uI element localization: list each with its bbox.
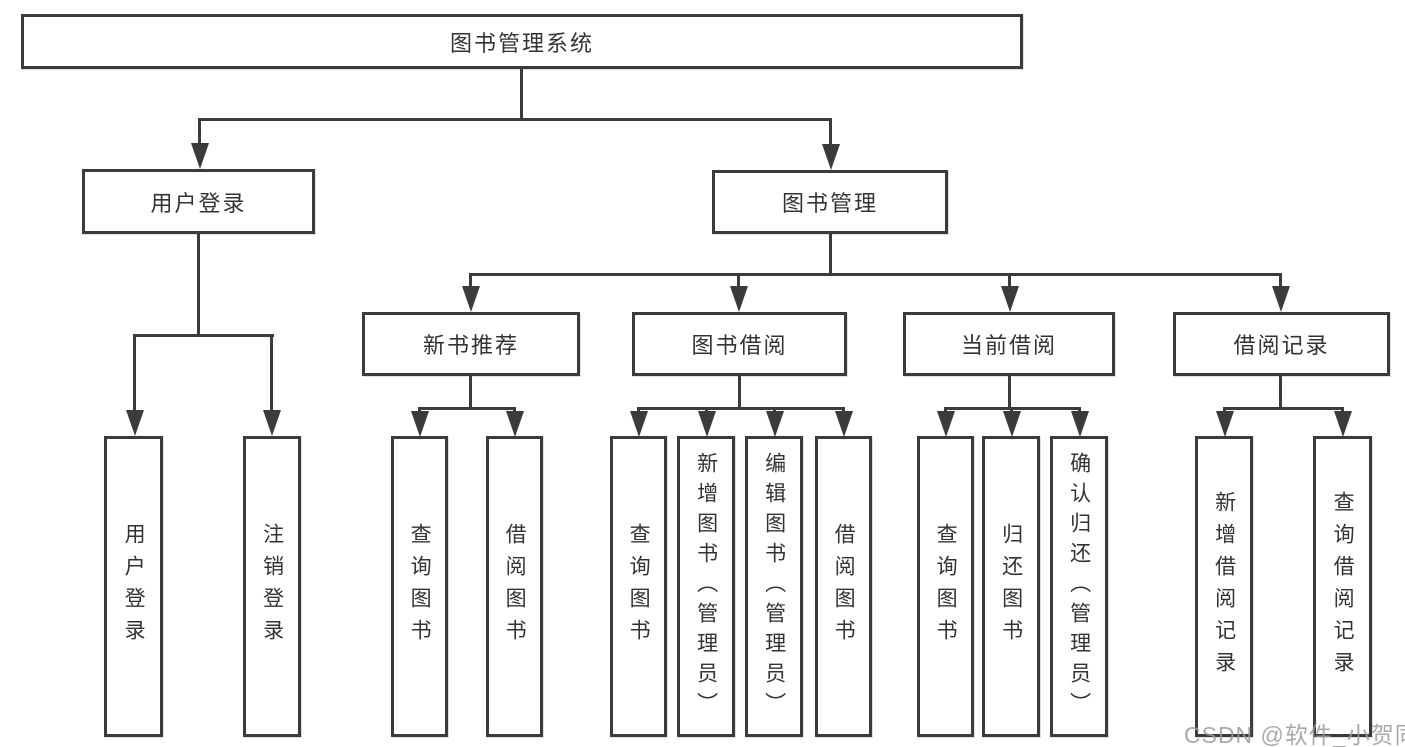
leaf-query-book-1-label: 查询图书 — [408, 522, 432, 651]
leaf-query-borrow-record-label: 查询借阅记录 — [1331, 490, 1355, 683]
leaf-add-book-admin-label: 新增图书（管理员） — [694, 451, 718, 722]
connector-root-stem — [520, 68, 523, 121]
arrow-to-borrow-record — [1279, 273, 1282, 286]
leaf-return-book-label: 归还图书 — [999, 522, 1023, 651]
node-user-login: 用户登录 — [82, 169, 315, 234]
connector-user-login-stem — [197, 234, 200, 337]
arrow-to-new-book-recommend — [469, 273, 472, 286]
leaf-add-borrow-record: 新增借阅记录 — [1195, 436, 1253, 737]
node-current-borrow: 当前借阅 — [903, 312, 1115, 376]
connector-new-book-recommend-branch — [418, 407, 516, 410]
leaf-query-book-3-label: 查询图书 — [934, 522, 958, 651]
connector-borrow-record-branch — [1223, 407, 1344, 410]
leaf-borrow-book-1: 借阅图书 — [486, 436, 543, 737]
node-user-login-label: 用户登录 — [150, 190, 247, 216]
arrow-to-leaf-return-book — [1010, 407, 1013, 411]
arrow-to-leaf-borrow-book-1 — [513, 407, 516, 411]
connector-book-borrow-stem — [738, 375, 741, 410]
leaf-add-borrow-record-label: 新增借阅记录 — [1212, 490, 1236, 683]
node-book-management: 图书管理 — [712, 170, 948, 234]
arrow-to-leaf-query-borrow-record — [1341, 407, 1344, 411]
node-book-borrow-label: 图书借阅 — [691, 333, 788, 358]
arrow-to-leaf-add-book-admin — [705, 407, 708, 411]
leaf-query-book-3: 查询图书 — [917, 436, 974, 737]
arrow-to-current-borrow — [1008, 273, 1011, 286]
arrow-to-leaf-query-book-2 — [637, 407, 640, 411]
arrow-to-leaf-edit-book-admin — [773, 407, 776, 411]
leaf-query-book-2: 查询图书 — [610, 436, 667, 737]
leaf-user-login-label: 用户登录 — [122, 522, 146, 651]
arrow-to-leaf-logout — [270, 334, 273, 410]
leaf-query-book-2-label: 查询图书 — [627, 522, 651, 651]
arrow-to-user-login — [198, 118, 201, 143]
connector-level1-branch — [198, 118, 832, 121]
node-current-borrow-label: 当前借阅 — [960, 333, 1057, 358]
node-borrow-record: 借阅记录 — [1173, 312, 1390, 376]
arrow-to-leaf-query-book-1 — [418, 407, 421, 411]
arrow-to-leaf-confirm-return-admin — [1078, 407, 1081, 411]
arrow-to-book-borrow — [737, 273, 740, 286]
leaf-confirm-return-admin: 确认归还（管理员） — [1050, 436, 1108, 737]
leaf-borrow-book-2-label: 借阅图书 — [832, 522, 856, 651]
leaf-logout-label: 注销登录 — [260, 522, 284, 651]
node-new-book-recommend: 新书推荐 — [362, 312, 580, 376]
connector-new-book-recommend-stem — [469, 375, 472, 410]
connector-borrow-record-stem — [1279, 375, 1282, 410]
arrow-to-leaf-borrow-book-2 — [842, 407, 845, 411]
leaf-confirm-return-admin-label: 确认归还（管理员） — [1067, 451, 1091, 722]
arrow-to-book-management — [829, 118, 832, 144]
node-book-management-label: 图书管理 — [781, 191, 878, 216]
connector-user-login-branch — [133, 334, 274, 337]
leaf-return-book: 归还图书 — [982, 436, 1040, 737]
leaf-borrow-book-1-label: 借阅图书 — [503, 522, 527, 651]
leaf-query-book-1: 查询图书 — [391, 436, 448, 737]
connector-book-borrow-branch — [637, 407, 845, 410]
arrow-to-leaf-query-book-3 — [944, 407, 947, 411]
node-root-label: 图书管理系统 — [449, 30, 594, 56]
leaf-logout: 注销登录 — [243, 436, 301, 737]
connector-level3-branch — [469, 273, 1282, 276]
connector-current-borrow-stem — [1008, 375, 1011, 410]
watermark: CSDN @软件_小贺同学 — [1184, 722, 1405, 747]
arrow-to-leaf-add-borrow-record — [1223, 407, 1226, 411]
connector-book-management-stem — [829, 233, 832, 276]
leaf-add-book-admin: 新增图书（管理员） — [677, 436, 735, 737]
node-borrow-record-label: 借阅记录 — [1233, 333, 1330, 358]
leaf-edit-book-admin: 编辑图书（管理员） — [745, 436, 803, 737]
node-book-borrow: 图书借阅 — [632, 312, 847, 376]
node-new-book-recommend-label: 新书推荐 — [422, 333, 519, 358]
leaf-edit-book-admin-label: 编辑图书（管理员） — [762, 451, 786, 722]
node-root: 图书管理系统 — [21, 14, 1023, 69]
leaf-user-login: 用户登录 — [104, 436, 163, 737]
arrow-to-leaf-user-login — [133, 334, 136, 410]
leaf-query-borrow-record: 查询借阅记录 — [1313, 436, 1372, 737]
leaf-borrow-book-2: 借阅图书 — [815, 436, 872, 737]
